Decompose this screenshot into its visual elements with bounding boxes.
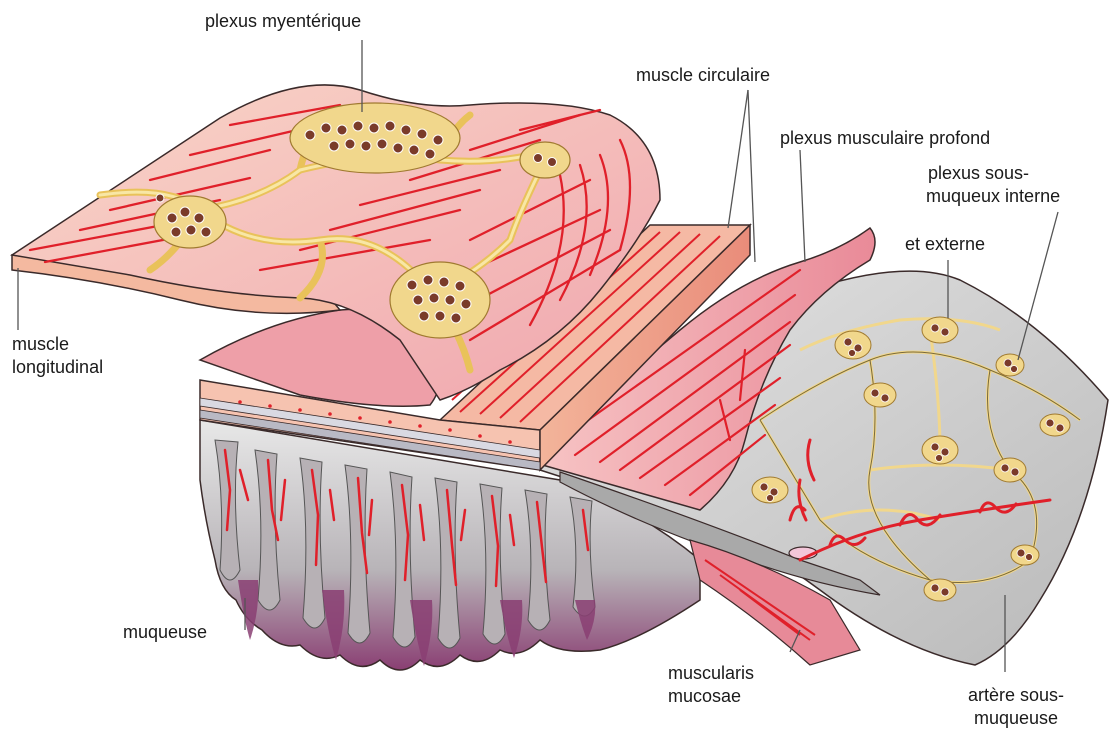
label-plexus-myenterique-text: plexus myentérique xyxy=(205,10,361,33)
label-artere-sous-muqueuse-line2: muqueuse xyxy=(968,707,1064,730)
label-muscle-circulaire: muscle circulaire xyxy=(636,64,770,87)
label-muscle-longitudinal-line2: longitudinal xyxy=(12,356,103,379)
label-muscularis-mucosae-line2: mucosae xyxy=(668,685,754,708)
label-plexus-sous-muqueux: plexus sous- muqueux interne xyxy=(928,162,1060,208)
label-plexus-sous-muqueux-line1: plexus sous- xyxy=(928,162,1060,185)
label-muscle-longitudinal: muscle longitudinal xyxy=(12,333,103,379)
label-muscularis-mucosae-line1: muscularis xyxy=(668,662,754,685)
label-muscularis-mucosae: muscularis mucosae xyxy=(668,662,754,708)
leader-plexus-musculaire-profond xyxy=(800,150,805,262)
label-et-externe-text: et externe xyxy=(905,233,985,256)
label-plexus-myenterique: plexus myentérique xyxy=(205,10,361,33)
label-plexus-sous-muqueux-line2: muqueux interne xyxy=(926,185,1060,208)
label-muqueuse-text: muqueuse xyxy=(123,621,207,644)
label-plexus-musculaire-profond-text: plexus musculaire profond xyxy=(780,127,990,150)
label-muscle-circulaire-text: muscle circulaire xyxy=(636,64,770,87)
label-plexus-musculaire-profond: plexus musculaire profond xyxy=(780,127,990,150)
label-artere-sous-muqueuse-line1: artère sous- xyxy=(968,684,1064,707)
label-artere-sous-muqueuse: artère sous- muqueuse xyxy=(968,684,1064,730)
label-muqueuse: muqueuse xyxy=(123,621,207,644)
label-muscle-longitudinal-line1: muscle xyxy=(12,333,103,356)
leader-muscle-circulaire-1 xyxy=(728,90,748,228)
label-et-externe: et externe xyxy=(905,233,985,256)
